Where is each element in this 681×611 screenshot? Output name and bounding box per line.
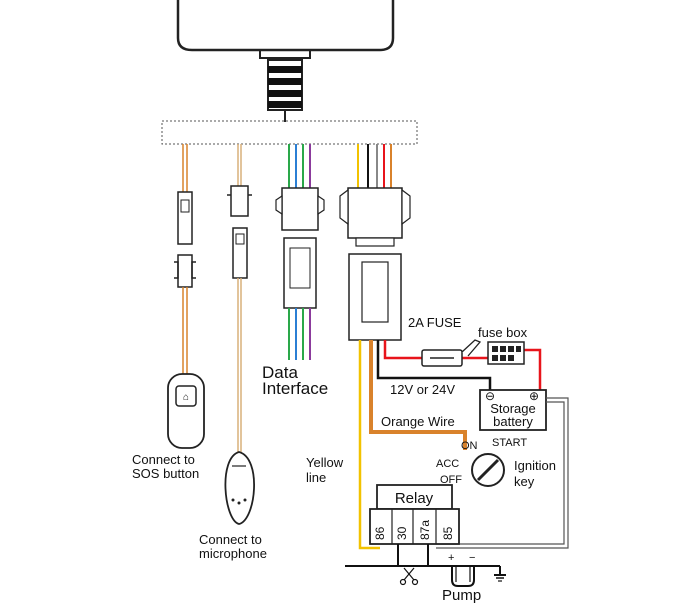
pump-label: Pump — [442, 587, 481, 604]
battery-label-2: battery — [493, 414, 533, 429]
data-label: Data — [262, 363, 298, 382]
sos-label: Connect to — [132, 452, 195, 467]
relay-pin-30: 30 — [395, 526, 409, 540]
ignition-key — [471, 453, 505, 487]
relay-pin-86: 86 — [373, 526, 387, 540]
battery-plus: ⊕ — [529, 389, 539, 403]
data-cable — [275, 144, 325, 360]
mic-cable — [227, 144, 252, 455]
orange-wire — [369, 340, 467, 450]
sos-label-2: SOS button — [132, 466, 199, 481]
battery-label: Storage — [490, 401, 536, 416]
cable-gland — [267, 59, 303, 122]
fuse-label: 2A FUSE — [408, 315, 462, 330]
fuse-box — [487, 341, 525, 365]
ignition-off: OFF — [440, 474, 462, 486]
yellow-line-label-2: line — [306, 470, 326, 485]
relay-label: Relay — [395, 490, 434, 507]
data-label-2: Interface — [262, 379, 328, 398]
mic-label: Connect to — [199, 532, 262, 547]
battery-return-wire — [436, 397, 569, 549]
fuse-box-label: fuse box — [478, 325, 528, 340]
harness-box — [161, 120, 418, 145]
sos-cable — [174, 144, 196, 378]
red-wire — [383, 340, 422, 360]
relay-pin-85: 85 — [441, 526, 455, 540]
pump-minus: − — [469, 552, 475, 564]
pump-wiring — [345, 544, 506, 582]
tracker-device — [176, 0, 395, 59]
svg-text:⌂: ⌂ — [183, 392, 189, 403]
ignition-label: Ignition — [514, 458, 556, 473]
ignition-on: ON — [461, 440, 478, 452]
yellow-wire — [358, 340, 380, 550]
ignition-acc: ACC — [436, 458, 459, 470]
red-wire-3 — [524, 348, 542, 390]
voltage-label: 12V or 24V — [390, 382, 455, 397]
battery-return-wire-2 — [436, 401, 565, 545]
fuse — [421, 339, 482, 367]
pump — [451, 566, 475, 587]
ignition-label-2: key — [514, 474, 535, 489]
black-wire-battery — [376, 340, 492, 390]
battery-minus: ⊖ — [485, 389, 495, 403]
microphone — [224, 451, 255, 525]
orange-wire-label: Orange Wire — [381, 414, 455, 429]
relay-pin-87a: 87a — [418, 520, 432, 540]
sos-button: ⌂ — [167, 373, 205, 449]
relay — [369, 484, 460, 545]
scissors-icon — [399, 567, 419, 586]
storage-battery — [479, 389, 547, 431]
pump-plus: + — [448, 552, 454, 564]
ignition-start: START — [492, 437, 527, 449]
power-cable — [339, 144, 411, 341]
yellow-line-label: Yellow — [306, 455, 344, 470]
mic-label-2: microphone — [199, 546, 267, 561]
